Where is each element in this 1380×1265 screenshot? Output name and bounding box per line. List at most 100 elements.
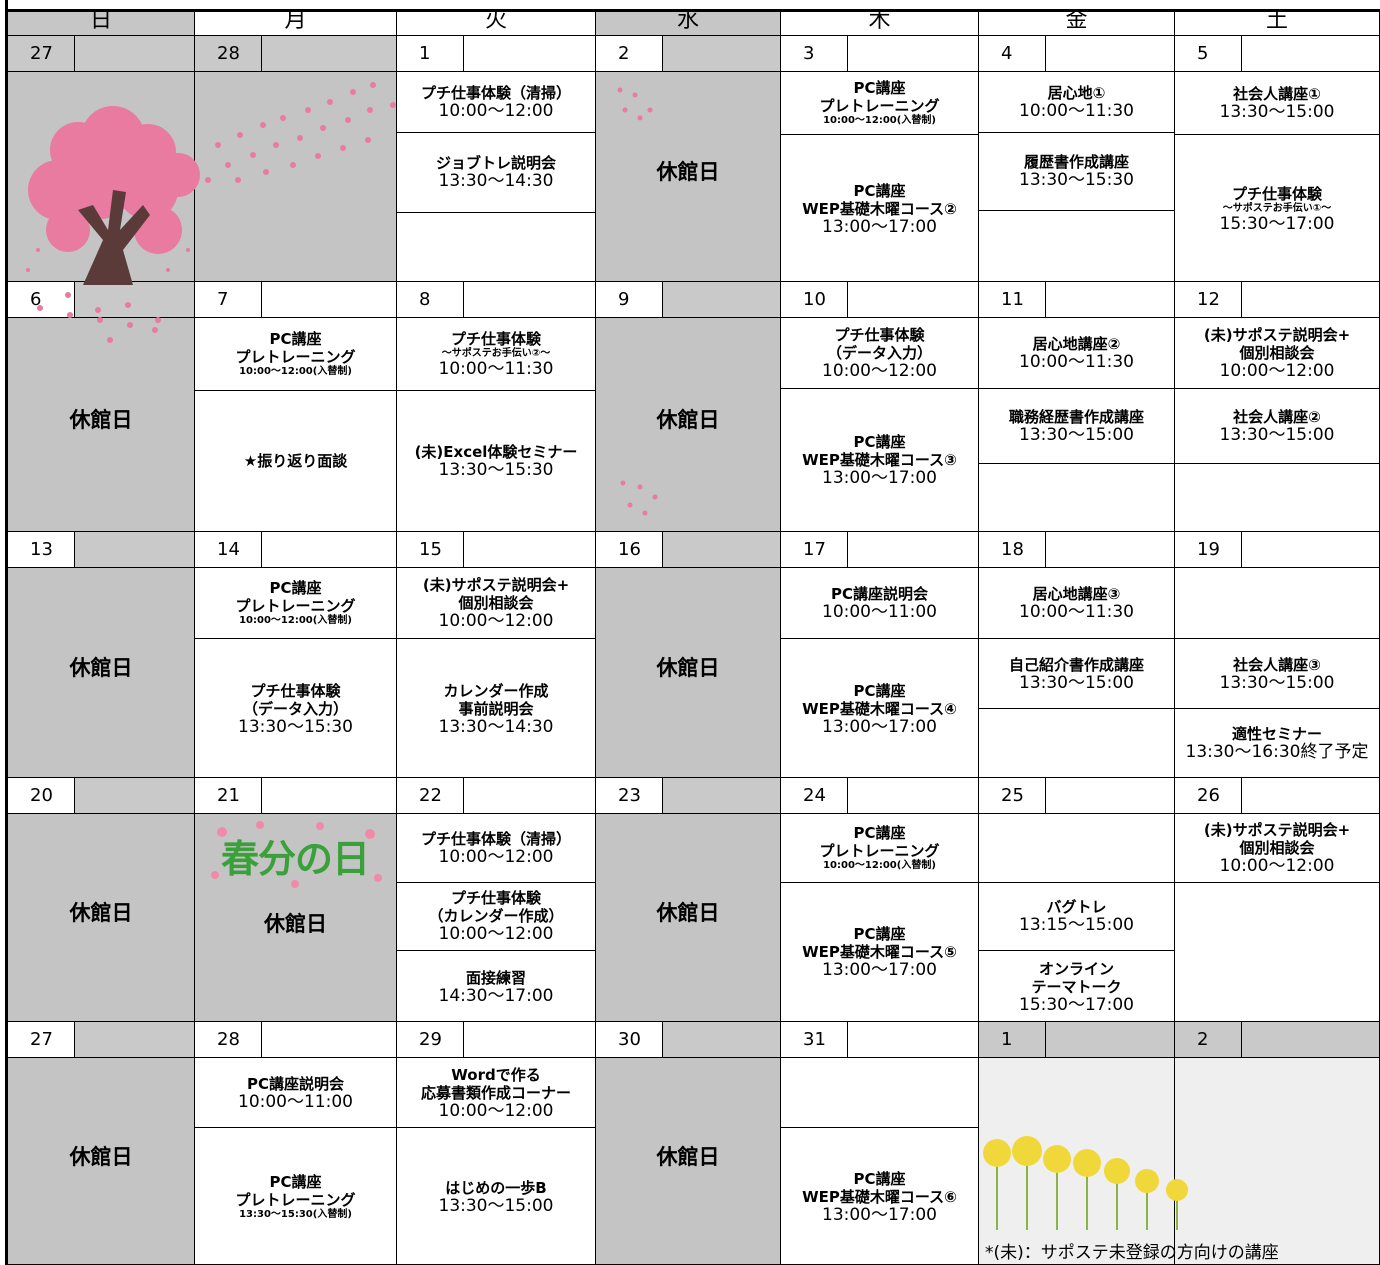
day-number: 26 (1197, 785, 1220, 806)
day-number-divider (1241, 36, 1242, 71)
day-number: 10 (803, 289, 826, 310)
event-time: 13:30～15:00 (1019, 672, 1134, 693)
day-number: 6 (30, 289, 42, 310)
day-number-divider (847, 1022, 848, 1057)
event-slot: プチ仕事体験（データ入力）10:00～12:00 (781, 318, 978, 389)
day-number: 9 (618, 289, 630, 310)
event-subtitle: 個別相談会 (1239, 343, 1315, 362)
day-number: 12 (1197, 289, 1220, 310)
event-slot: プチ仕事体験～サポステお手伝い②～10:00～11:30 (397, 318, 595, 391)
petals-decoration-icon (620, 480, 658, 516)
day-number: 28 (217, 1029, 240, 1050)
event-slot (781, 1058, 978, 1129)
day-number-divider (1241, 1022, 1242, 1057)
weekday-header: 水 (596, 12, 781, 36)
day-number-divider (74, 532, 75, 567)
day-number-divider (74, 36, 75, 71)
event-title: Wordで作る (451, 1065, 541, 1084)
event-time: 13:30～15:00 (1219, 102, 1335, 122)
day-cell: 休館日 (8, 1058, 195, 1265)
event-title: PC講座 (853, 925, 906, 944)
day-number-cell: 29 (397, 1022, 596, 1058)
day-number-cell: 28 (195, 36, 397, 72)
day-number-cell: 12 (1175, 282, 1380, 318)
event-time: 13:30～15:00 (1019, 424, 1134, 445)
day-number: 17 (803, 539, 826, 560)
event-title: PC講座 (853, 79, 906, 97)
closed-day-label: 休館日 (264, 911, 327, 936)
day-number: 20 (30, 785, 53, 806)
event-title: PC講座 (269, 329, 322, 348)
event-note: ～サポステお手伝い②～ (441, 347, 551, 359)
event-slot (397, 213, 595, 282)
weekday-header: 土 (1175, 12, 1380, 36)
event-time: 10:00～11:00 (822, 602, 937, 623)
closed-day-label: 休館日 (69, 656, 133, 680)
day-number: 25 (1001, 785, 1024, 806)
day-number-divider (662, 282, 663, 317)
day-number: 1 (1001, 1029, 1013, 1050)
event-title: プチ仕事体験 (450, 329, 541, 348)
day-cell: 休館日 (8, 814, 195, 1022)
event-time: 10:00～12:00 (1219, 855, 1335, 876)
day-number: 13 (30, 539, 53, 560)
closed-day-label: 休館日 (69, 901, 133, 926)
day-number-divider (74, 778, 75, 813)
event-subtitle: プレトレーニング (819, 97, 940, 115)
day-number-divider (261, 532, 262, 567)
day-number: 28 (217, 43, 240, 64)
day-number-fill (1046, 1022, 1174, 1057)
day-cell: 休館日 (8, 318, 195, 532)
day-number-divider (1241, 532, 1242, 567)
day-number-divider (1241, 778, 1242, 813)
day-number-cell: 8 (397, 282, 596, 318)
event-title: プチ仕事体験 (450, 889, 541, 908)
day-number: 8 (419, 289, 431, 310)
event-slot: プチ仕事体験（清掃）10:00～12:00 (397, 72, 595, 133)
day-number-fill (663, 778, 780, 813)
day-number-cell: 11 (979, 282, 1175, 318)
day-number-cell: 22 (397, 778, 596, 814)
day-number: 23 (618, 785, 641, 806)
day-number: 27 (30, 1029, 53, 1050)
event-title: プチ仕事体験（清掃） (420, 83, 571, 102)
day-number-cell: 7 (195, 282, 397, 318)
day-number-cell: 31 (781, 1022, 979, 1058)
event-title: PC講座説明会 (246, 1074, 344, 1093)
day-cell: プチ仕事体験～サポステお手伝い②～10:00～11:30(未)Excel体験セミ… (397, 318, 596, 532)
event-time: 10:00～12:00 (1219, 360, 1335, 381)
event-time: 10:00～11:30 (1019, 100, 1134, 121)
event-time: 13:00～17:00 (822, 1204, 937, 1225)
petals-decoration-icon (37, 305, 158, 343)
day-number: 11 (1001, 289, 1024, 310)
cherry-blossom-tree-illustration (26, 82, 396, 323)
event-title: (未)サポステ説明会+ (422, 576, 570, 595)
event-slot: プチ仕事体験～サポステお手伝い①～15:30～17:00 (1175, 135, 1379, 282)
event-title: プチ仕事体験（清掃） (420, 829, 571, 848)
event-title: 居心地講座② (1032, 334, 1121, 353)
day-cell: 休館日 (596, 814, 781, 1022)
day-number-cell: 15 (397, 532, 596, 568)
weekday-header: 木 (781, 12, 979, 36)
event-subtitle: プレトレーニング (235, 1190, 356, 1209)
day-number-divider (463, 532, 464, 567)
event-title: プチ仕事体験 (834, 325, 925, 344)
event-title: 居心地講座③ (1032, 585, 1121, 604)
event-time: 13:00～17:00 (822, 716, 937, 737)
